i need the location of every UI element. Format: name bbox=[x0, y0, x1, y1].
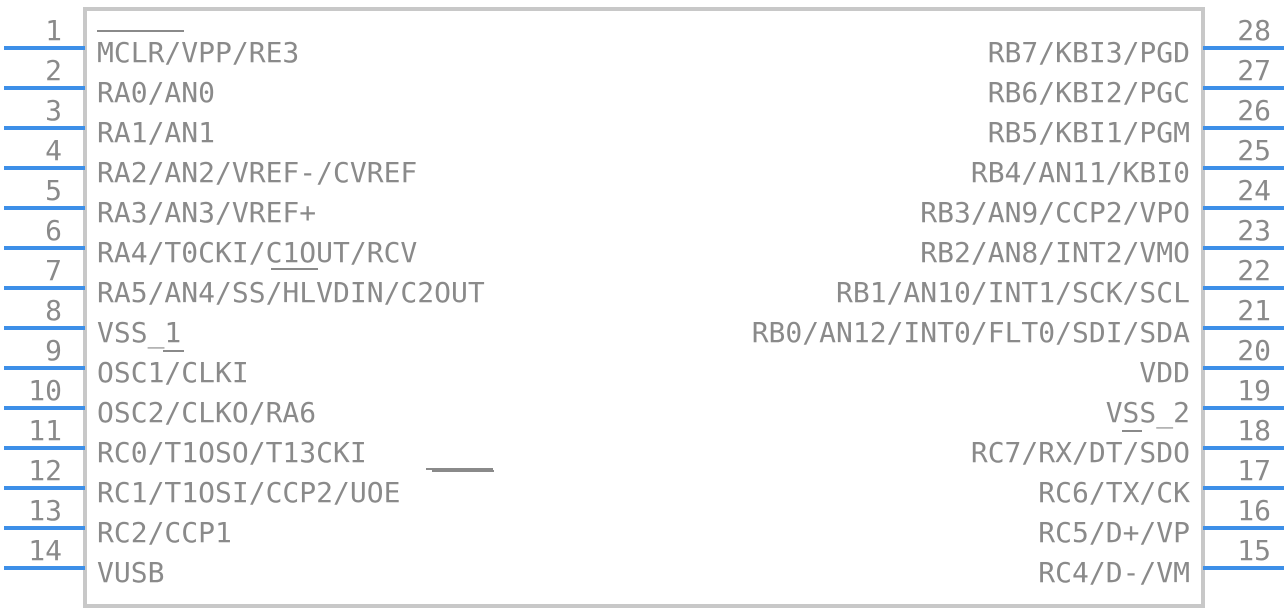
pin-number-28: 28 bbox=[1237, 14, 1271, 47]
pin-number-12: 12 bbox=[28, 454, 62, 487]
ic-body-outline bbox=[83, 7, 1205, 608]
pin-number-25: 25 bbox=[1237, 134, 1271, 167]
pin-number-14: 14 bbox=[28, 534, 62, 567]
pin-label-19: VSS_2 bbox=[1106, 396, 1190, 430]
pin-label-4: RA2/AN2/VREF-/CVREF bbox=[97, 156, 417, 189]
pin-number-27: 27 bbox=[1237, 54, 1271, 87]
pin-number-3: 3 bbox=[45, 94, 62, 127]
pin-number-19: 19 bbox=[1237, 374, 1271, 407]
pin-label-21: RB0/AN12/INT0/FLT0/SDI/SDA bbox=[752, 316, 1190, 349]
pin-label-1: MCLR/VPP/RE3 bbox=[97, 36, 299, 69]
pin-number-7: 7 bbox=[45, 254, 62, 287]
pin-number-10: 10 bbox=[28, 374, 62, 407]
pin-label-8: VSS_1 bbox=[97, 316, 181, 350]
pin-label-27: RB6/KBI2/PGC bbox=[988, 76, 1190, 109]
pin-number-13: 13 bbox=[28, 494, 62, 527]
pin-label-20: VDD bbox=[1139, 356, 1190, 389]
pin-label-6: RA4/T0CKI/C1OUT/RCV bbox=[97, 236, 417, 269]
pin-label-14: VUSB bbox=[97, 556, 164, 589]
pin-label-12: RC1/T1OSI/CCP2/UOE bbox=[97, 476, 400, 509]
pin-label-24: RB3/AN9/CCP2/VPO bbox=[920, 196, 1190, 229]
pin-number-17: 17 bbox=[1237, 454, 1271, 487]
pin-number-24: 24 bbox=[1237, 174, 1271, 207]
pin-number-15: 15 bbox=[1237, 534, 1271, 567]
pin-number-8: 8 bbox=[45, 294, 62, 327]
pin-label-25: RB4/AN11/KBI0 bbox=[971, 156, 1190, 189]
pin-number-5: 5 bbox=[45, 174, 62, 207]
pin-label-18: RC7/RX/DT/SDO bbox=[971, 436, 1190, 469]
pin-label-15: RC4/D-/VM bbox=[1038, 556, 1190, 589]
pin-label-7: RA5/AN4/SS/HLVDIN/C2OUT bbox=[97, 276, 485, 309]
pin-number-18: 18 bbox=[1237, 414, 1271, 447]
pin-label-17: RC6/TX/CK bbox=[1038, 476, 1190, 509]
pin-label-16: RC5/D+/VP bbox=[1038, 516, 1190, 549]
pin-label-13: RC2/CCP1 bbox=[97, 516, 232, 549]
pin-number-9: 9 bbox=[45, 334, 62, 367]
pin-number-1: 1 bbox=[45, 14, 62, 47]
overline-group bbox=[97, 30, 1142, 472]
pin-number-2: 2 bbox=[45, 54, 62, 87]
pin-number-22: 22 bbox=[1237, 254, 1271, 287]
pin-number-11: 11 bbox=[28, 414, 62, 447]
pin-label-26: RB5/KBI1/PGM bbox=[988, 116, 1190, 149]
pin-number-16: 16 bbox=[1237, 494, 1271, 527]
pin-number-6: 6 bbox=[45, 214, 62, 247]
pin-number-4: 4 bbox=[45, 134, 62, 167]
pin-label-3: RA1/AN1 bbox=[97, 116, 215, 149]
pin-number-21: 21 bbox=[1237, 294, 1271, 327]
pin-label-23: RB2/AN8/INT2/VMO bbox=[920, 236, 1190, 269]
pin-number-23: 23 bbox=[1237, 214, 1271, 247]
pin-label-9: OSC1/CLKI bbox=[97, 356, 249, 389]
pin-label-10: OSC2/CLKO/RA6 bbox=[97, 396, 316, 429]
pin-label-5: RA3/AN3/VREF+ bbox=[97, 196, 316, 229]
pin-label-22: RB1/AN10/INT1/SCK/SCL bbox=[836, 276, 1190, 309]
pin-number-26: 26 bbox=[1237, 94, 1271, 127]
pin-label-28: RB7/KBI3/PGD bbox=[988, 36, 1190, 69]
pin-label-11: RC0/T1OSO/T13CKI bbox=[97, 436, 367, 469]
pin-number-20: 20 bbox=[1237, 334, 1271, 367]
pin-label-2: RA0/AN0 bbox=[97, 76, 215, 109]
